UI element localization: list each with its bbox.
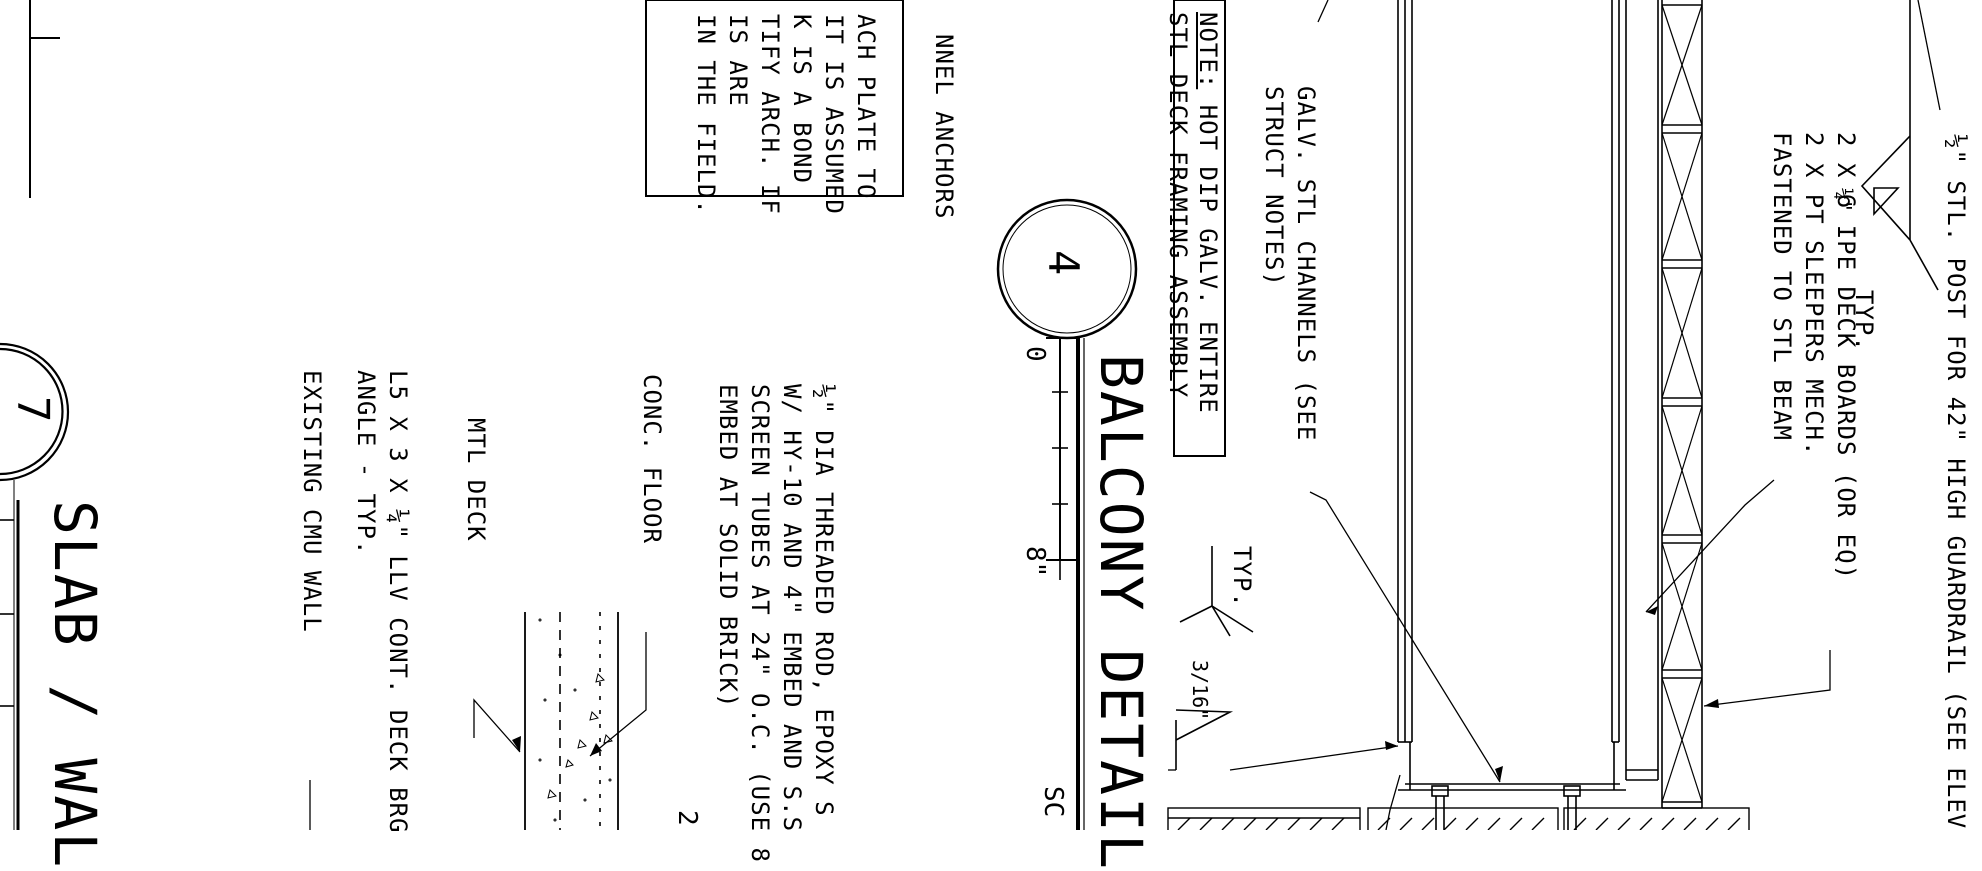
general-note-box [645, 0, 904, 197]
box-note-line4: TIFY ARCH. IF [756, 14, 784, 215]
sleepers-note-line1: 2 x PT SLEEPERS MECH. [1800, 132, 1828, 457]
slab-title-underline [0, 480, 20, 830]
box-note-line6: IN THE FIELD. [692, 14, 720, 215]
dimension-zero: 0 [1020, 346, 1050, 362]
dimension-eight: 8" [1020, 546, 1050, 578]
aggregate-marks [538, 618, 613, 822]
deck-boards [1661, 0, 1703, 809]
weld-symbol-mid [1175, 546, 1254, 770]
threaded-rod-note-line2: W/ HY-10 AND 4" EMBED AND S.S [778, 384, 806, 833]
box-note-line2: IT IS ASSUMED [820, 14, 848, 215]
sleeper-members [1625, 0, 1659, 781]
sheet-border [29, 0, 60, 198]
concrete-slab-section [524, 612, 619, 830]
box-note-line1: ACH PLATE TO [852, 14, 880, 200]
post-note: ½" STL. POST FOR 42" HIGH GUARDRAIL (SEE… [1942, 134, 1970, 830]
scale-label: SC [1038, 786, 1068, 818]
box-note-line5: IS ARE [724, 14, 752, 107]
detail-drawing [0, 0, 1941, 830]
cmu-wall-hatch [1167, 807, 1750, 830]
balcony-title-underline [1076, 338, 1085, 830]
channels-note-line1: GALV. STL CHANNELS (SEE [1292, 86, 1320, 442]
leader-lines [309, 0, 1941, 830]
deck-boards-note: 2 x 6 IPE DECK BOARDS (OR EQ) [1832, 132, 1860, 581]
hot-dip-note-line2: STL DECK FRAMING ASSEMBLY [1164, 12, 1192, 399]
anchor-rods [1431, 785, 1581, 830]
box-note-line3: K IS A BOND [788, 14, 816, 184]
hot-dip-note-text: HOT DIP GALV. ENTIRE [1194, 89, 1222, 414]
angle-note-line1: L5 x 3 x ¼" LLV CONT. DECK BRG [384, 370, 412, 834]
balcony-detail-number: 4 [1039, 250, 1088, 276]
hot-dip-note-box [1173, 0, 1226, 457]
threaded-rod-note-line4: EMBED AT SOLID BRICK) [714, 384, 742, 709]
weld-symbol-top [1860, 0, 1939, 291]
partial-number: 2 [672, 810, 702, 826]
channels-note-line2: STRUCT NOTES) [1260, 86, 1288, 287]
balcony-detail-title: BALCONY DETAIL [1087, 354, 1155, 871]
steel-channel-assembly [1397, 0, 1626, 791]
threaded-rod-note-line1: ½" DIA THREADED ROD, EPOXY S [810, 384, 838, 817]
detail-callout-circle-7 [0, 342, 70, 482]
conc-floor-note: CONC. FLOOR [638, 374, 666, 544]
slab-detail-number: 7 [7, 396, 58, 423]
weld-label-mid: TYP. [1228, 546, 1256, 608]
threaded-rod-note-line3: SCREEN TUBES AT 24" O.C. (USE 8 [746, 384, 774, 863]
hot-dip-note-label: NOTE: [1194, 12, 1222, 90]
leader-arrows [512, 606, 1719, 782]
channel-anchors-note: NNEL ANCHORS [930, 34, 958, 220]
mtl-deck-note: MTL DECK [462, 418, 490, 542]
cmu-wall-note: EXISTING CMU WALL [298, 370, 326, 633]
angle-note-line2: ANGLE - TYP. [352, 370, 380, 556]
hot-dip-note-line1: NOTE: HOT DIP GALV. ENTIRE [1194, 12, 1222, 414]
slab-wall-title: SLAB / WAL [41, 500, 109, 870]
sleepers-note-line2: FASTENED TO STL BEAM [1768, 132, 1796, 441]
scale-bar [1046, 337, 1078, 580]
weld-size-mid: 3/16" [1188, 660, 1212, 721]
